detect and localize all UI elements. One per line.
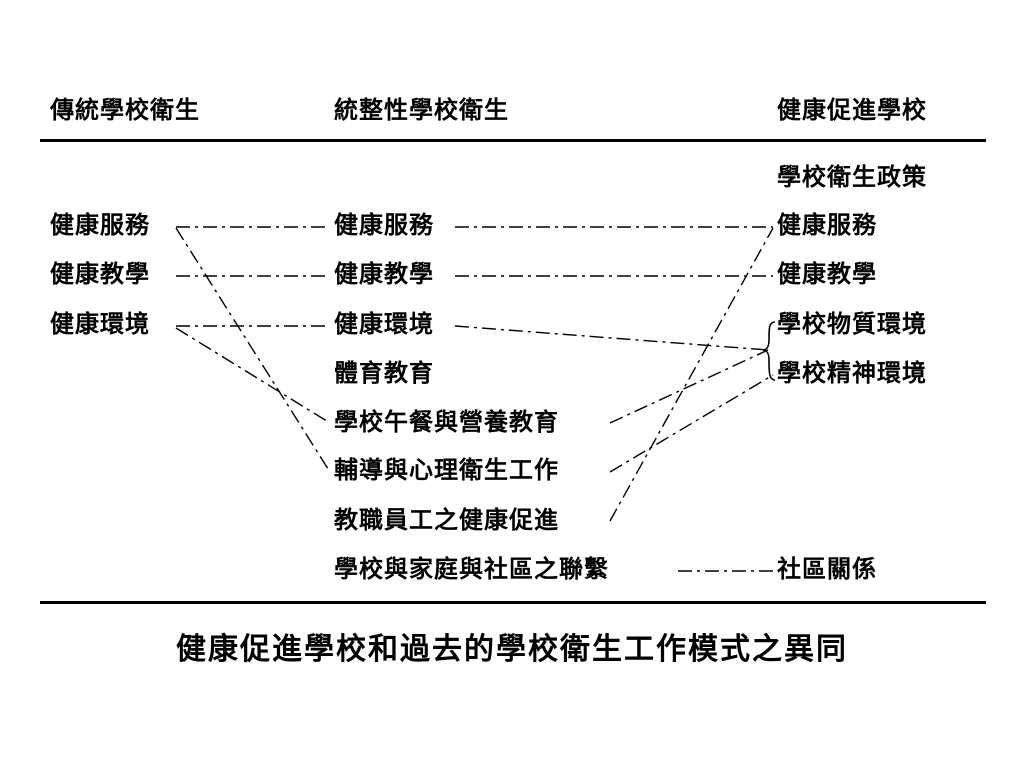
- top-rule: [40, 139, 986, 142]
- promo-item-health-services: 健康服務: [777, 210, 877, 239]
- environment-brace: [762, 321, 776, 381]
- promo-item-school-health-policy: 學校衛生政策: [777, 162, 927, 191]
- link-int-staff-to-promo-services: [609, 227, 774, 522]
- int-item-health-instruction: 健康教學: [334, 259, 434, 288]
- int-item-physical-education: 體育教育: [334, 358, 434, 387]
- header-promoting: 健康促進學校: [777, 95, 927, 124]
- int-item-school-lunch-nutrition: 學校午餐與營養教育: [334, 407, 559, 436]
- int-item-staff-health-promotion: 教職員工之健康促進: [334, 505, 559, 534]
- int-item-health-services: 健康服務: [334, 210, 434, 239]
- link-int-environment-to-promo-environment: [454, 325, 769, 351]
- link-int-lunch-to-promo-environment: [609, 349, 769, 424]
- trad-item-health-services: 健康服務: [50, 210, 150, 239]
- trad-item-health-environment: 健康環境: [50, 309, 150, 338]
- trad-item-health-instruction: 健康教學: [50, 259, 150, 288]
- promo-item-community-relations: 社區關係: [777, 554, 877, 583]
- promo-item-social-environment: 學校精神環境: [777, 358, 927, 387]
- header-integrated: 統整性學校衛生: [334, 95, 509, 124]
- int-item-counseling-mental-health: 輔導與心理衛生工作: [334, 455, 559, 484]
- diagram-caption: 健康促進學校和過去的學校衛生工作模式之異同: [176, 632, 848, 667]
- link-int-counseling-to-promo-social-environment: [609, 374, 774, 473]
- link-trad-services-to-int-counseling: [175, 227, 331, 473]
- int-item-health-environment: 健康環境: [334, 309, 434, 338]
- promo-item-health-instruction: 健康教學: [777, 259, 877, 288]
- link-trad-environment-to-int-lunch: [175, 327, 331, 424]
- header-traditional: 傳統學校衛生: [50, 95, 200, 124]
- int-item-school-family-community: 學校與家庭與社區之聯繫: [334, 554, 609, 583]
- bottom-rule: [40, 601, 986, 604]
- promo-item-physical-environment: 學校物質環境: [777, 309, 927, 338]
